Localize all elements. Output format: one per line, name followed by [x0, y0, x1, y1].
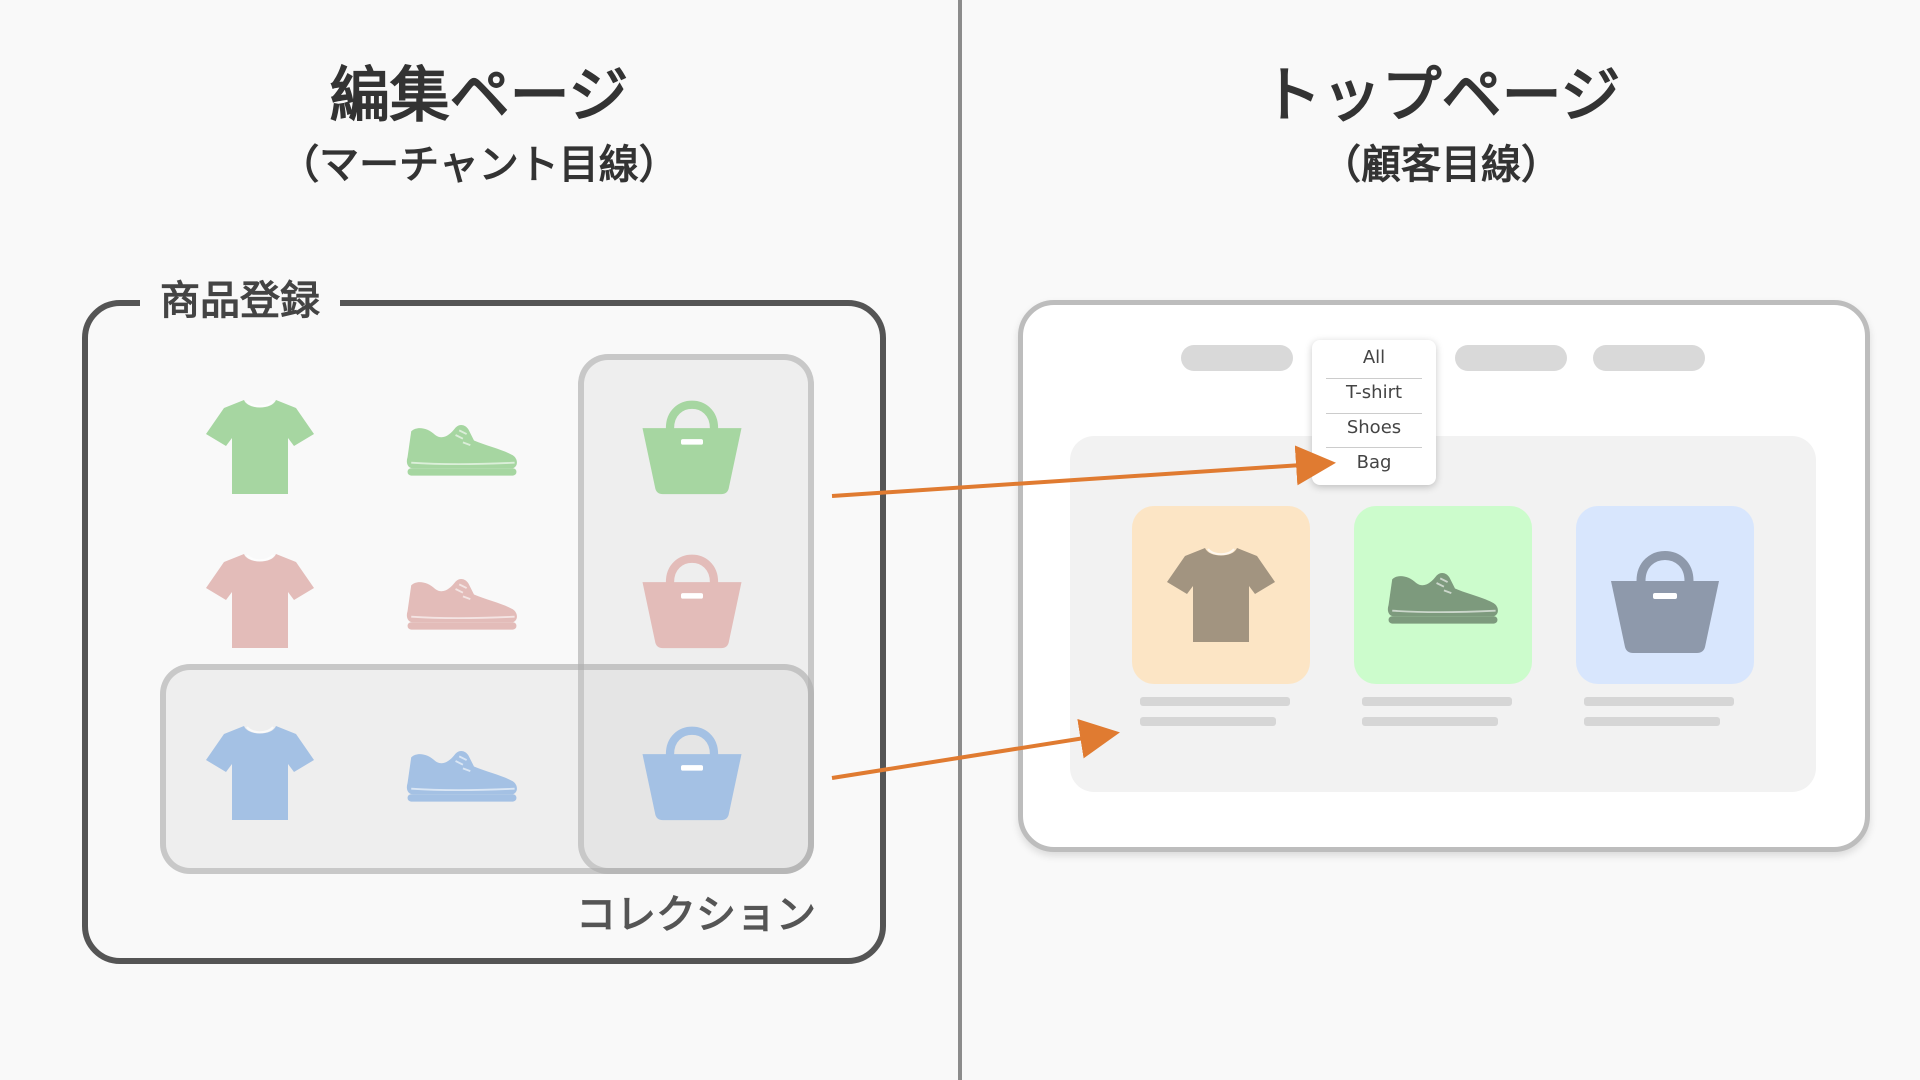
edit-page-heading: 編集ページ （マーチャント目線）: [0, 58, 958, 192]
product-price-placeholder: [1140, 717, 1276, 726]
shoe-icon: [402, 546, 522, 656]
edit-page-subtitle: （マーチャント目線）: [279, 142, 679, 188]
vertical-divider: [958, 0, 962, 1080]
product-tile-tshirt[interactable]: [1132, 506, 1310, 684]
product-price-placeholder: [1584, 717, 1720, 726]
collection-label: コレクション: [576, 892, 816, 938]
top-page-subtitle: （顧客目線）: [1321, 142, 1561, 188]
nav-placeholder[interactable]: [1181, 345, 1293, 371]
dropdown-option-all[interactable]: All: [1362, 347, 1386, 368]
product-name-placeholder: [1584, 697, 1734, 706]
product-name-placeholder: [1140, 697, 1290, 706]
product-tile-bag[interactable]: [1576, 506, 1754, 684]
dropdown-separator: [1326, 447, 1422, 448]
product-registration-label: 商品登録: [140, 274, 340, 328]
nav-placeholder[interactable]: [1593, 345, 1705, 371]
top-page-heading: トップページ （顧客目線）: [962, 58, 1920, 192]
bag-icon: [632, 712, 752, 822]
dropdown-option-bag[interactable]: Bag: [1356, 452, 1392, 473]
edit-page-title: 編集ページ: [329, 61, 629, 131]
bag-icon: [632, 540, 752, 650]
top-page-title: トップページ: [1261, 61, 1621, 131]
shoe-icon: [1386, 572, 1499, 625]
dropdown-separator: [1326, 413, 1422, 414]
tshirt-icon: [200, 718, 320, 828]
product-tile-shoes[interactable]: [1354, 506, 1532, 684]
tshirt-icon: [1161, 535, 1281, 655]
nav-placeholder[interactable]: [1455, 345, 1567, 371]
product-name-placeholder: [1362, 697, 1512, 706]
dropdown-separator: [1326, 378, 1422, 379]
shoe-icon: [402, 718, 522, 828]
tshirt-icon: [200, 392, 320, 502]
bag-icon: [1605, 535, 1725, 655]
dropdown-option-shoes[interactable]: Shoes: [1346, 417, 1402, 438]
dropdown-option-tshirt[interactable]: T-shirt: [1345, 382, 1403, 403]
bag-icon: [632, 386, 752, 496]
product-registration-box: [82, 300, 886, 964]
shoe-icon: [402, 392, 522, 502]
collection-dropdown-menu[interactable]: All T-shirt Shoes Bag: [1312, 340, 1436, 485]
tshirt-icon: [200, 546, 320, 656]
product-price-placeholder: [1362, 717, 1498, 726]
